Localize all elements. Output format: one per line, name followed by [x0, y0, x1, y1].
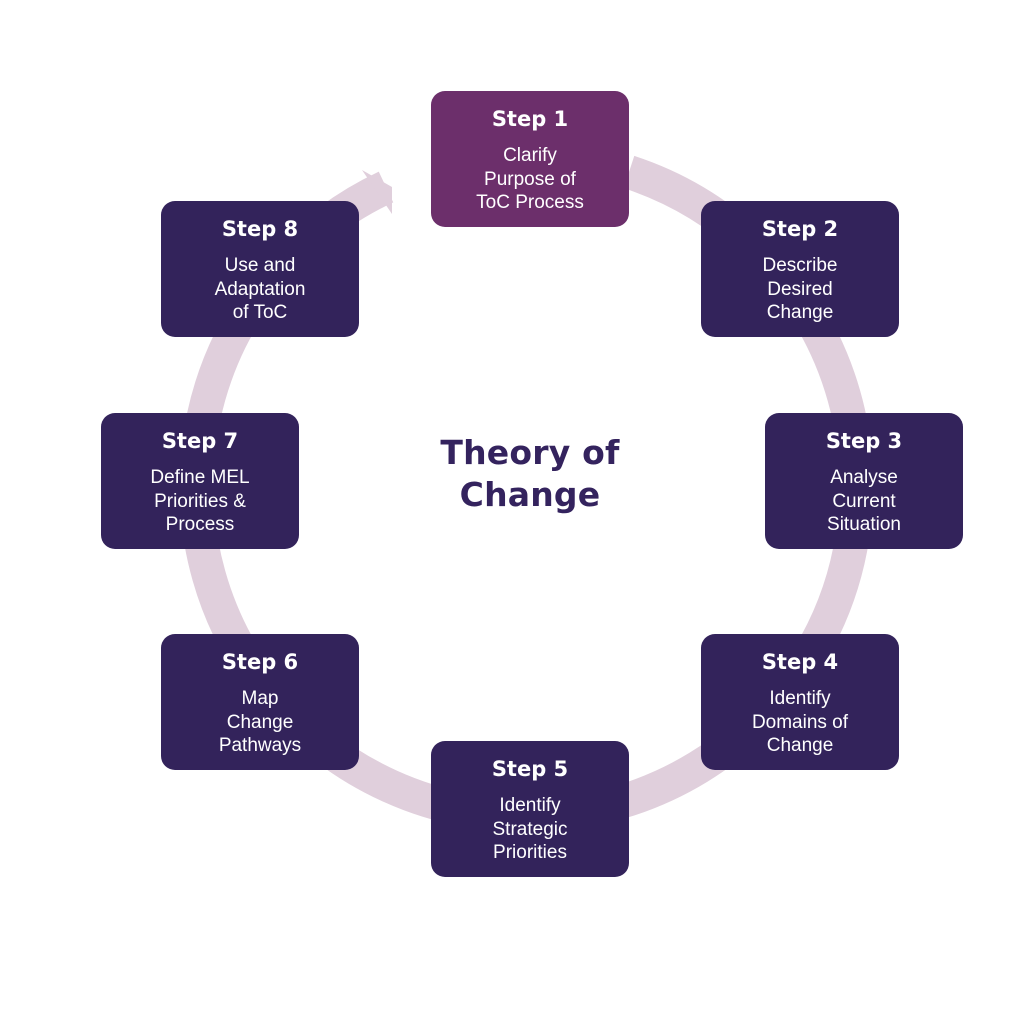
step-text-line: Process	[165, 514, 235, 535]
step-label: Step 8	[221, 217, 299, 241]
step-text-line: Clarify	[503, 145, 557, 166]
step-text-line: Pathways	[218, 735, 302, 756]
step-label: Step 6	[221, 650, 299, 674]
diagram-title-line-2: Change	[459, 475, 601, 514]
step-text-line: Identify	[769, 688, 831, 709]
step-label: Step 3	[825, 429, 903, 453]
step-4-box: Step 4 Identify Domains of Change	[701, 634, 899, 770]
step-text-line: Analyse	[830, 467, 898, 488]
step-text-line: Current	[832, 490, 896, 512]
step-8-box: Step 8 Use and Adaptation of ToC	[161, 201, 359, 337]
cycle-arrowhead	[362, 170, 392, 214]
step-text-line: Map	[241, 688, 279, 709]
step-label: Step 5	[491, 757, 569, 781]
step-text-line: Priorities &	[154, 490, 246, 512]
step-text-line: of ToC	[232, 302, 288, 323]
diagram-title-line-1: Theory of	[440, 433, 620, 472]
step-label: Step 7	[161, 429, 239, 453]
step-text-line: Purpose of	[484, 168, 576, 190]
step-label: Step 1	[491, 107, 569, 131]
step-label: Step 2	[761, 217, 839, 241]
step-label: Step 4	[761, 650, 839, 674]
step-text-line: Define MEL	[150, 467, 250, 488]
step-text-line: Describe	[762, 255, 838, 276]
step-text-line: Use and	[224, 255, 296, 276]
step-text-line: Identify	[499, 795, 561, 816]
step-text-line: Adaptation	[214, 278, 306, 300]
step-7-box: Step 7 Define MEL Priorities & Process	[101, 413, 299, 549]
step-text-line: Domains of	[751, 711, 849, 733]
step-text-line: Desired	[767, 278, 833, 300]
step-text-line: Strategic	[492, 818, 568, 840]
step-text-line: Situation	[827, 514, 901, 535]
step-text-line: Priorities	[493, 842, 567, 863]
step-1-box: Step 1 Clarify Purpose of ToC Process	[431, 91, 629, 227]
diagram-title: Theory of Change	[400, 432, 660, 516]
step-5-box: Step 5 Identify Strategic Priorities	[431, 741, 629, 877]
step-text-line: Change	[226, 711, 294, 733]
step-3-box: Step 3 Analyse Current Situation	[765, 413, 963, 549]
step-2-box: Step 2 Describe Desired Change	[701, 201, 899, 337]
step-6-box: Step 6 Map Change Pathways	[161, 634, 359, 770]
step-text-line: ToC Process	[476, 192, 584, 213]
step-text-line: Change	[766, 735, 834, 756]
step-text-line: Change	[766, 302, 834, 323]
